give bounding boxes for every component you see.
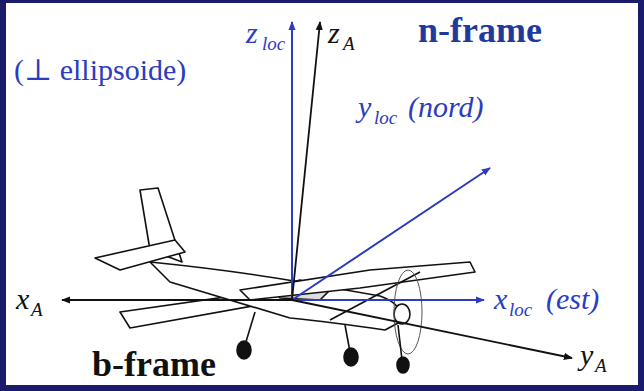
axis-subscript: A [31,300,43,319]
axis-note: (nord) [408,92,484,122]
z-loc-axis [291,22,293,300]
axis-name: x [16,284,29,314]
x-loc-axis [292,299,484,301]
axis-subscript: A [595,356,607,375]
wheel [237,341,251,359]
frame-title: b-frame [92,346,216,382]
axis-note: (⊥ ellipsoide) [14,55,186,85]
n-frame-axes [292,22,490,300]
x-a-axis [62,299,292,301]
axis-subscript: loc [262,34,285,53]
axis-subscript: loc [509,300,532,319]
frame-title: n-frame [418,12,542,48]
axis-note: (est) [546,284,599,314]
y-a-axis [292,300,572,358]
axis-name: y [580,340,593,370]
nose-gear [398,325,402,360]
z-a-axis [292,22,320,300]
propeller-disc [394,270,422,354]
axis-name: y [358,92,371,122]
axis-subscript: A [343,34,355,53]
axis-subscript: loc [374,108,397,127]
axis-name: x [494,284,507,314]
axis-name: z [328,18,340,48]
y-loc-axis [292,168,490,300]
wheel [397,357,409,373]
main-gear [245,312,255,345]
right-wing [240,262,475,300]
axis-name: z [246,18,258,48]
wheel [344,348,358,366]
panel [6,3,638,385]
